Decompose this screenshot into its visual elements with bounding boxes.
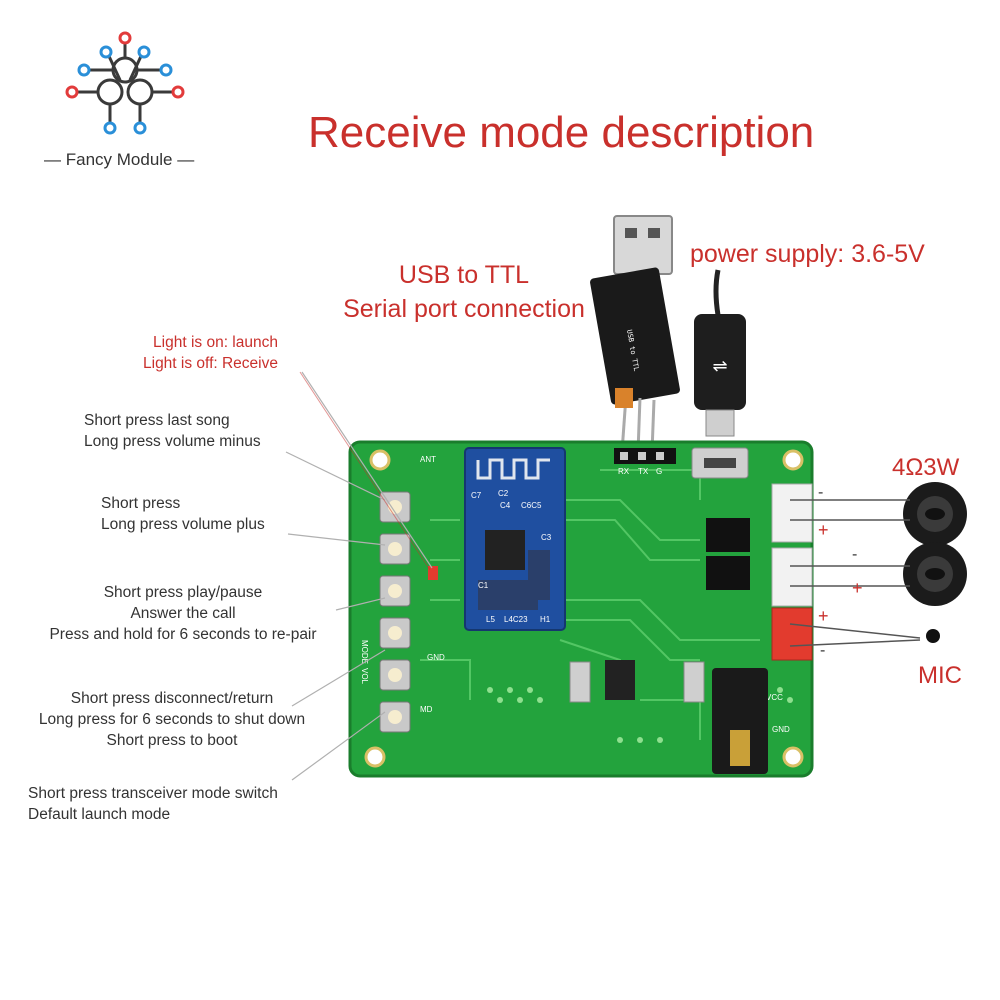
power-supply-label: power supply: 3.6-5V — [690, 240, 925, 268]
pin-rx: RX — [618, 467, 630, 476]
module-label-c4: C4 — [500, 501, 511, 510]
fancy-module-logo — [65, 31, 185, 135]
button-5-line1: Short press transceiver mode switch — [28, 785, 278, 802]
silk-mode: MODE — [360, 640, 369, 664]
speaker-spec-label: 4Ω3W — [892, 454, 960, 481]
speaker-2 — [903, 542, 967, 606]
button-3-label: Short press play/pause Answer the call P… — [27, 582, 339, 645]
microphone — [926, 629, 940, 643]
module-label-c3: C3 — [541, 533, 552, 542]
mic-minus: - — [820, 642, 826, 659]
spk1-minus: - — [818, 484, 824, 501]
micro-usb-cable: ⇌ — [694, 269, 746, 437]
button-5-line2: Default launch mode — [28, 806, 171, 823]
usb-ttl-line1: USB to TTL — [398, 261, 530, 289]
usb-ttl-line2: Serial port connection — [343, 295, 585, 323]
mic-plus: + — [818, 606, 829, 626]
status-led — [428, 566, 438, 580]
button-2-line2: Long press volume plus — [101, 516, 265, 533]
spk2-plus: + — [852, 578, 863, 598]
spk2-minus: - — [852, 546, 858, 563]
pin-g: G — [656, 467, 662, 476]
module-label-l4c23: L4C23 — [504, 615, 528, 624]
led-label-line1: Light is on: launch — [153, 334, 278, 351]
silk-md: MD — [420, 705, 433, 714]
svg-text:⇌: ⇌ — [712, 356, 727, 376]
usb-ttl-adapter: USB to TTL — [590, 215, 680, 453]
speaker-1 — [903, 482, 967, 546]
page-title: Receive mode description — [308, 108, 815, 157]
button-3-line3: Press and hold for 6 seconds to re-pair — [49, 626, 317, 643]
button-2-line1: Short press — [101, 495, 181, 512]
brand-name: — Fancy Module — — [44, 150, 195, 169]
module-label-h1: H1 — [540, 615, 551, 624]
button-1-line1: Short press last song — [84, 412, 230, 429]
usb-ttl-label: USB to TTL Serial port connection — [328, 258, 600, 326]
mic-label: MIC — [918, 662, 962, 689]
button-4-line2: Long press for 6 seconds to shut down — [38, 711, 306, 728]
button-2-label: Short press Long press volume plus — [101, 493, 265, 535]
button-3-line1: Short press play/pause — [103, 584, 263, 601]
silk-vcc: VCC — [766, 693, 783, 702]
module-label-c2: C2 — [498, 489, 509, 498]
led-label-line2: Light is off: Receive — [143, 355, 278, 372]
button-5-label: Short press transceiver mode switch Defa… — [28, 783, 278, 825]
module-label-c6c5: C6C5 — [521, 501, 542, 510]
module-label-l5: L5 — [486, 615, 495, 624]
module-label-c1: C1 — [478, 581, 489, 590]
button-4-label: Short press disconnect/return Long press… — [18, 688, 326, 751]
button-3-line2: Answer the call — [130, 605, 236, 622]
silk-gnd: GND — [427, 653, 445, 662]
silk-vol: VOL — [360, 668, 369, 685]
silk-ant: ANT — [420, 455, 436, 464]
button-1-line2: Long press volume minus — [84, 433, 261, 450]
button-4-line3: Short press to boot — [106, 732, 238, 749]
silk-gnd2: GND — [772, 725, 790, 734]
button-1-label: Short press last song Long press volume … — [84, 410, 261, 452]
led-label: Light is on: launch Light is off: Receiv… — [143, 332, 278, 374]
tactile-buttons — [379, 491, 411, 733]
button-4-line1: Short press disconnect/return — [70, 690, 274, 707]
pin-tx: TX — [638, 467, 649, 476]
spk1-plus: + — [818, 520, 829, 540]
module-label-c7: C7 — [471, 491, 482, 500]
